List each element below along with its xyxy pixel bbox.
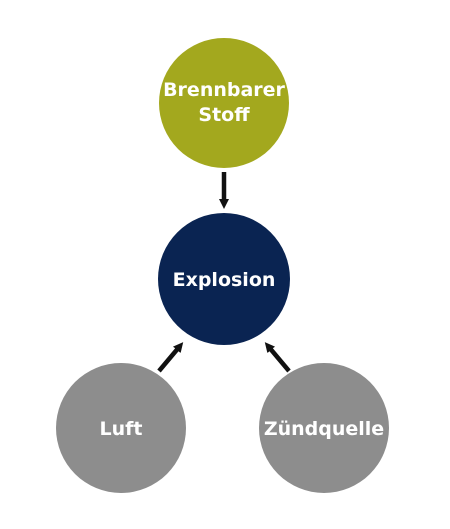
node-fuel-label-line2: Stoff xyxy=(198,104,250,126)
node-explosion-circle xyxy=(158,213,290,345)
node-fuel-circle xyxy=(159,38,289,168)
node-air-circle xyxy=(56,363,186,493)
node-fuel: Brennbarer Stoff xyxy=(159,38,289,168)
node-ignition-circle xyxy=(259,363,389,493)
arrow-ignition-to-explosion xyxy=(264,342,291,373)
node-air-label: Luft xyxy=(100,418,143,440)
arrow-air-to-explosion xyxy=(157,342,184,373)
node-ignition-label: Zündquelle xyxy=(264,418,384,440)
node-ignition: Zündquelle xyxy=(259,363,389,493)
node-explosion-label: Explosion xyxy=(173,269,276,291)
node-explosion: Explosion xyxy=(158,213,290,345)
node-fuel-label-line1: Brennbarer xyxy=(163,79,285,101)
node-air: Luft xyxy=(56,363,186,493)
